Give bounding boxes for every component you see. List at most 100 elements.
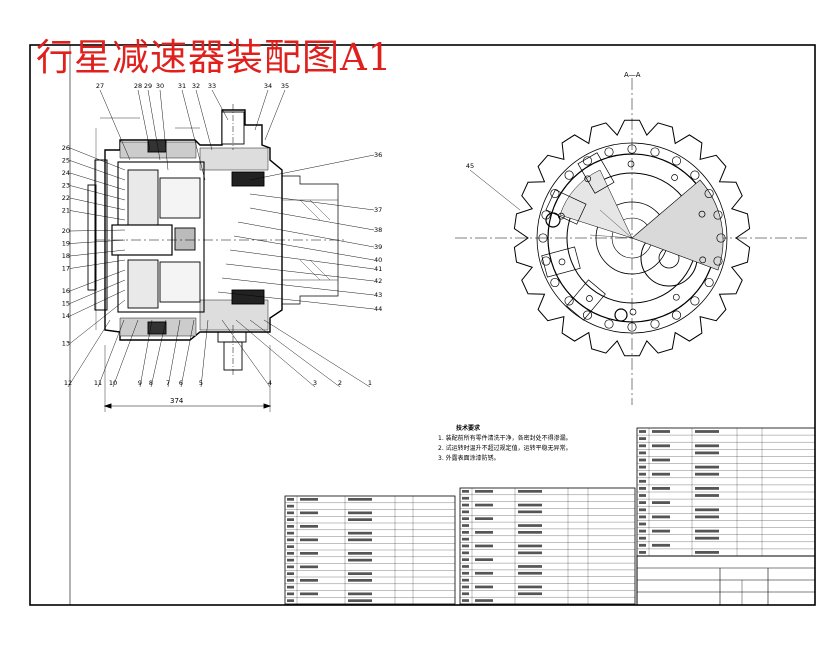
leader-line bbox=[235, 319, 316, 388]
part-number-label: 34 bbox=[264, 82, 272, 90]
cell-mark bbox=[462, 537, 469, 541]
parts-list-rows bbox=[285, 428, 815, 604]
cell-mark bbox=[475, 599, 493, 602]
cell-mark bbox=[639, 522, 646, 526]
cell-mark bbox=[695, 430, 719, 433]
part-number-label: 45 bbox=[466, 162, 474, 170]
bolt-hole bbox=[716, 233, 726, 243]
cell-mark bbox=[462, 558, 469, 561]
leader-line bbox=[237, 221, 375, 248]
bolt-hole bbox=[698, 210, 706, 218]
part-number-label: 7 bbox=[166, 379, 170, 387]
leader-line bbox=[69, 299, 126, 344]
cell-mark bbox=[695, 494, 719, 497]
part-number-label: 39 bbox=[374, 243, 382, 251]
cell-mark bbox=[475, 558, 493, 561]
bolt-hole bbox=[671, 174, 678, 181]
cell-mark bbox=[639, 465, 646, 469]
cell-mark bbox=[639, 494, 646, 497]
part-number-label: 28 bbox=[134, 82, 142, 90]
cell-mark bbox=[287, 511, 294, 515]
part-number-label: 30 bbox=[156, 82, 164, 90]
cell-mark bbox=[462, 565, 469, 568]
bolt-hole bbox=[584, 175, 592, 183]
cell-mark bbox=[518, 571, 542, 575]
cell-mark bbox=[639, 501, 646, 504]
cell-mark bbox=[348, 572, 372, 575]
leader-line bbox=[249, 319, 341, 388]
cell-mark bbox=[287, 592, 294, 596]
leader-line bbox=[69, 147, 126, 171]
cell-mark bbox=[462, 599, 469, 602]
cell-mark bbox=[287, 545, 294, 548]
cell-mark bbox=[348, 498, 372, 501]
part-number-label: 27 bbox=[96, 82, 104, 90]
cell-mark bbox=[287, 552, 294, 555]
part-number-label: 1 bbox=[368, 379, 372, 387]
cell-mark bbox=[695, 451, 719, 455]
cell-mark bbox=[695, 444, 719, 448]
cell-mark bbox=[475, 571, 493, 575]
cell-mark bbox=[518, 490, 542, 493]
cell-mark bbox=[462, 524, 469, 527]
leader-line bbox=[99, 89, 131, 161]
cell-mark bbox=[287, 585, 294, 589]
cell-mark bbox=[518, 544, 542, 548]
cell-mark bbox=[348, 558, 372, 562]
leader-line bbox=[249, 207, 375, 231]
section-aa-label: A—A bbox=[624, 71, 641, 79]
cell-mark bbox=[348, 538, 372, 542]
bolt-hole bbox=[650, 319, 660, 329]
part-number-label: 19 bbox=[62, 240, 70, 248]
overall-dimension-label: 374 bbox=[170, 397, 184, 405]
cell-mark bbox=[462, 510, 469, 514]
part-number-label: 21 bbox=[62, 207, 70, 215]
cell-mark bbox=[639, 472, 646, 476]
bolt-hole bbox=[690, 296, 700, 306]
cell-mark bbox=[348, 599, 372, 602]
cell-mark bbox=[462, 531, 469, 534]
leader-line bbox=[264, 89, 286, 141]
cell-mark bbox=[475, 517, 493, 520]
cell-mark bbox=[462, 517, 469, 520]
part-number-label: 32 bbox=[192, 82, 200, 90]
part-number-label: 15 bbox=[62, 300, 70, 308]
cell-mark bbox=[287, 565, 294, 569]
note-item: 1. 装配前所有零件清洗干净，各密封处不得渗漏。 bbox=[438, 435, 572, 442]
part-number-label: 17 bbox=[62, 265, 70, 273]
part-number-label: 20 bbox=[62, 227, 70, 235]
sectional-view bbox=[87, 104, 345, 412]
bolt-hole bbox=[582, 310, 593, 320]
leader-line bbox=[233, 235, 375, 261]
part-number-label: 10 bbox=[109, 379, 117, 387]
cell-mark bbox=[518, 524, 542, 527]
bolt-hole-circle bbox=[538, 144, 726, 332]
leader-line bbox=[97, 319, 125, 388]
cell-mark bbox=[518, 503, 542, 507]
part-number-label: 26 bbox=[62, 144, 70, 152]
cell-mark bbox=[348, 511, 372, 515]
cell-mark bbox=[462, 490, 469, 493]
leader-line bbox=[217, 291, 375, 310]
part-number-label: 42 bbox=[374, 277, 382, 285]
leader-line bbox=[69, 160, 126, 181]
cell-mark bbox=[348, 552, 372, 555]
leader-line bbox=[225, 263, 375, 282]
part-number-label: 40 bbox=[374, 256, 382, 264]
leader-line bbox=[469, 169, 521, 211]
leader-line bbox=[159, 89, 169, 171]
bolt-hole bbox=[713, 256, 723, 266]
cell-mark bbox=[639, 543, 646, 547]
bolt-hole bbox=[604, 319, 614, 329]
outer-border bbox=[29, 44, 816, 606]
cell-mark bbox=[300, 552, 318, 555]
bolt-hole bbox=[550, 277, 560, 288]
leader-line bbox=[137, 89, 151, 151]
leader-line bbox=[200, 319, 209, 388]
bolt-hole bbox=[713, 210, 723, 220]
leader-line bbox=[69, 259, 126, 269]
cell-mark bbox=[287, 572, 294, 575]
leader-line bbox=[69, 197, 126, 211]
